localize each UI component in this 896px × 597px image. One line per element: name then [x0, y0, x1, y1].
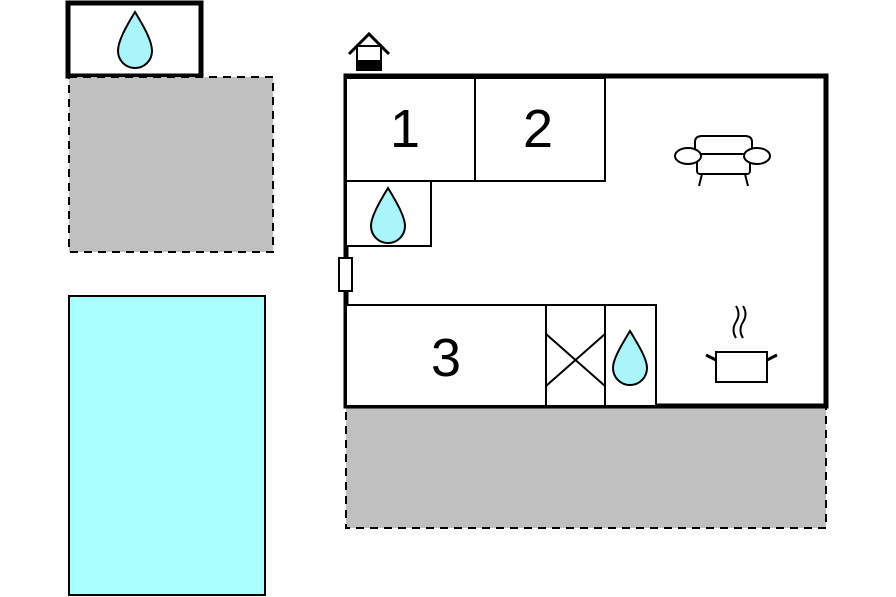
swimming-pool — [68, 295, 266, 596]
room-3-label: 3 — [431, 328, 461, 388]
terrace-bottom — [345, 405, 827, 529]
terrace-left — [68, 76, 274, 253]
room-3 — [345, 304, 547, 407]
room-1-label: 1 — [390, 99, 420, 159]
entrance-house-icon — [347, 31, 391, 71]
water-drop-icon — [369, 186, 407, 244]
shower-tray-icon — [545, 304, 606, 407]
cooking-pot-icon — [705, 305, 778, 383]
sofa-icon — [674, 135, 771, 187]
room-2-label: 2 — [523, 99, 553, 159]
door-icon — [338, 257, 353, 292]
water-drop-icon — [116, 10, 154, 69]
room-1 — [345, 77, 476, 182]
water-drop-icon — [611, 329, 649, 386]
room-2 — [474, 77, 606, 182]
